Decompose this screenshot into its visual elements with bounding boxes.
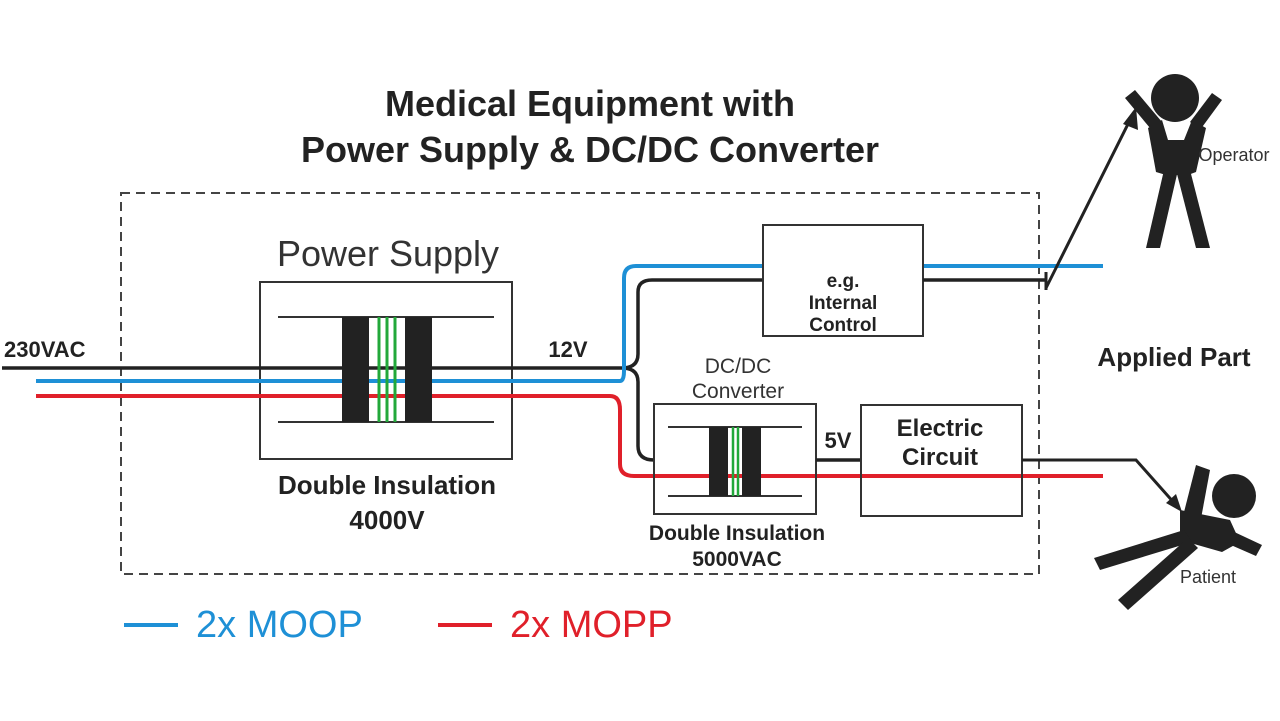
legend-mopp-label: 2x MOPP <box>510 604 673 646</box>
arrow-to-patient-head <box>1166 494 1182 512</box>
output-12v-label: 12V <box>548 337 587 362</box>
wire-12v-to-dcdc <box>621 366 655 462</box>
wire-12v-to-internal-control <box>621 278 762 370</box>
dcdc-transformer <box>668 426 802 497</box>
legend-moop-label: 2x MOOP <box>196 604 363 646</box>
operator-icon <box>1125 74 1222 248</box>
title-line-1: Medical Equipment with <box>385 83 795 124</box>
operator-label: Operator <box>1198 145 1269 165</box>
moop-barrier-to-applied-part <box>619 264 1103 383</box>
input-voltage-label: 230VAC <box>4 337 86 362</box>
dcdc-title-1: DC/DC <box>705 355 772 378</box>
arrow-to-patient <box>1022 458 1178 506</box>
mopp-barrier-to-patient <box>609 394 1103 478</box>
applied-part-label: Applied Part <box>1097 342 1250 372</box>
arrow-to-operator-head <box>1123 107 1138 130</box>
ps-core-right <box>405 317 432 422</box>
power-supply-title: Power Supply <box>277 233 499 274</box>
title-line-2: Power Supply & DC/DC Converter <box>301 129 879 170</box>
internal-control-label-3: Control <box>809 315 877 336</box>
dcdc-converter-box <box>653 403 817 515</box>
electric-circuit-label-2: Circuit <box>902 444 978 471</box>
equipment-enclosure <box>120 192 1040 575</box>
dcdc-core-left <box>709 427 728 496</box>
internal-control-label-1: e.g. <box>827 271 860 292</box>
power-supply-wires <box>2 366 622 398</box>
patient-label: Patient <box>1180 567 1236 587</box>
dcdc-title-2: Converter <box>692 380 784 403</box>
legend: 2x MOOP 2x MOPP <box>124 604 673 646</box>
ps-insulation-label-1: Double Insulation <box>278 470 496 500</box>
internal-control-label-2: Internal <box>809 293 878 314</box>
electric-circuit-label-1: Electric <box>897 415 984 442</box>
arrow-to-operator <box>1044 111 1136 289</box>
dcdc-insulation-label-2: 5000VAC <box>692 548 782 571</box>
output-5v-label: 5V <box>825 428 852 453</box>
ps-insulation-label-2: 4000V <box>349 505 425 535</box>
dcdc-insulation-label-1: Double Insulation <box>649 522 825 545</box>
internal-control-box <box>762 224 924 337</box>
ps-core-left <box>342 317 369 422</box>
patient-icon <box>1094 465 1262 610</box>
power-supply-transformer <box>278 316 494 423</box>
dcdc-core-right <box>742 427 761 496</box>
